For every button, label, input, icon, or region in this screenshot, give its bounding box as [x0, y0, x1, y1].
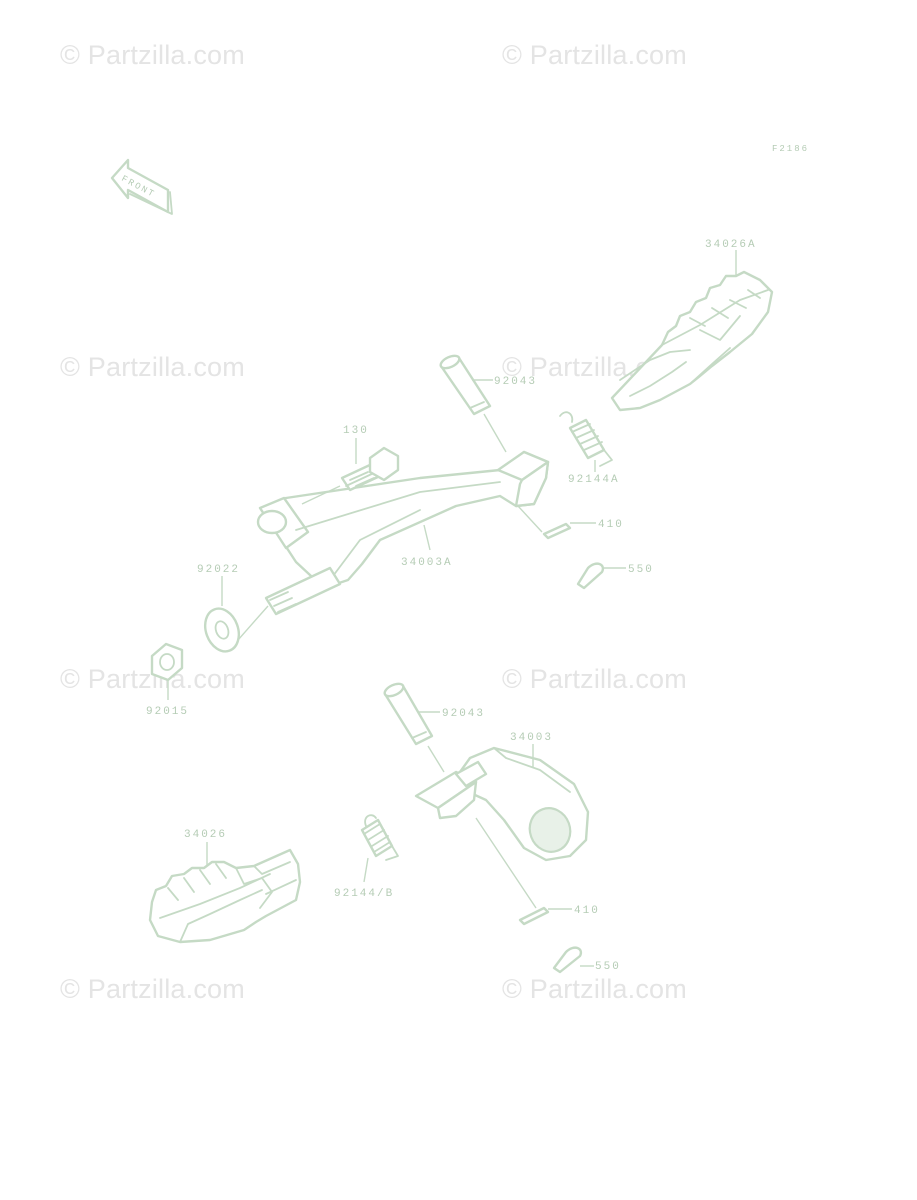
label-34026: 34026 — [184, 829, 227, 841]
figure-code: F2186 — [772, 144, 809, 154]
clevis-pin-550-top — [576, 562, 605, 590]
leader-line — [423, 524, 431, 551]
watermark: © Partzilla.com — [502, 664, 687, 694]
watermark: © Partzilla.com — [60, 974, 245, 1004]
pin-92043-bottom — [383, 682, 434, 746]
label-92144b: 92144/B — [334, 888, 394, 900]
nut-92015 — [150, 642, 184, 682]
label-34026a: 34026A — [705, 239, 757, 251]
watermark: © Partzilla.com — [60, 352, 245, 382]
label-550-bottom: 550 — [595, 961, 621, 973]
label-92144a: 92144A — [568, 474, 620, 486]
leader-line — [483, 413, 507, 453]
label-92022: 92022 — [197, 564, 240, 576]
leader-line — [363, 857, 369, 883]
leader-line — [517, 505, 543, 533]
label-92015: 92015 — [146, 706, 189, 718]
leader-line — [237, 605, 269, 641]
clevis-pin-550-bottom — [552, 946, 583, 974]
label-92043-top: 92043 — [494, 376, 537, 388]
cotter-pin-410-bottom — [518, 906, 550, 926]
leader-line — [427, 745, 445, 773]
label-130: 130 — [343, 425, 369, 437]
label-34003a: 34003A — [401, 557, 453, 569]
lever-34003 — [414, 746, 590, 862]
brake-pedal-34003a — [256, 450, 550, 590]
cotter-pin-410-top — [542, 522, 572, 540]
pivot-shaft — [264, 566, 342, 616]
watermark: © Partzilla.com — [502, 40, 687, 70]
pin-92043-top — [439, 354, 492, 416]
watermark: © Partzilla.com — [502, 974, 687, 1004]
label-410-bottom: 410 — [574, 905, 600, 917]
leader-line — [475, 817, 537, 909]
spring-92144b — [360, 814, 399, 861]
footpeg-34026 — [148, 848, 302, 944]
label-550-top: 550 — [628, 564, 654, 576]
bolt-130 — [340, 446, 400, 492]
washer-92022 — [203, 607, 241, 653]
label-34003: 34003 — [510, 732, 553, 744]
leader-line — [301, 485, 341, 505]
watermark: © Partzilla.com — [60, 40, 245, 70]
label-92043-bottom: 92043 — [442, 708, 485, 720]
spring-92144a — [559, 411, 613, 467]
front-arrow-icon: FRONT — [110, 158, 173, 215]
label-410-top: 410 — [598, 519, 624, 531]
footpeg-34026a — [610, 270, 774, 412]
